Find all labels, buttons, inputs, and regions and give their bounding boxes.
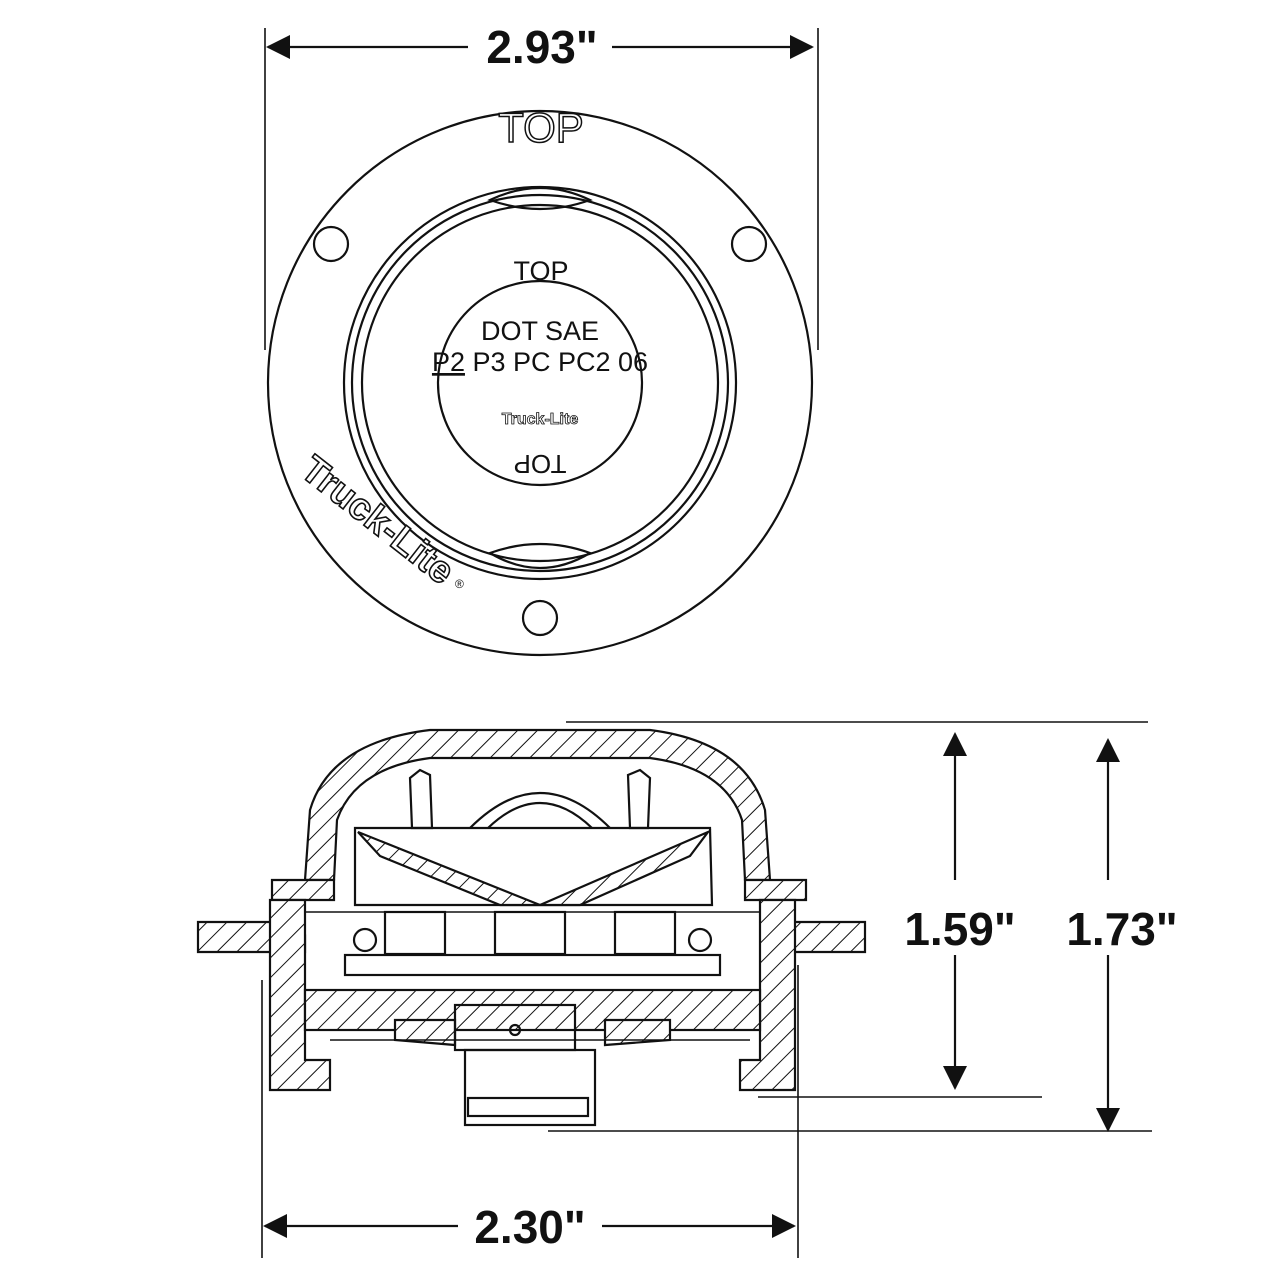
lens-bottom-label: TOP (514, 449, 567, 479)
lens-top-label: TOP (513, 256, 568, 286)
lens-center-circle (436, 279, 644, 487)
flange-outer-ring (266, 109, 814, 657)
body-wall-left (268, 898, 332, 1092)
lens-outer-ring (350, 193, 730, 573)
connector-latch (466, 1096, 590, 1118)
lens-brand-logo: Truck-Lite (502, 411, 579, 428)
lens-tab-top (487, 186, 593, 211)
dimension-height-inner: 1.59" (904, 903, 1015, 955)
board-fastener-left (352, 927, 378, 953)
side-view: 1.59" 1.73" 2.30" (196, 721, 1178, 1258)
board-fastener-right (687, 927, 713, 953)
mounting-hole-left (312, 225, 350, 263)
housing-shoulder-left (270, 878, 336, 902)
housing-shoulder-right (743, 878, 808, 902)
certification-line-1: DOT SAE (481, 316, 599, 346)
certification-rest: P3 PC PC2 06 (465, 347, 648, 377)
led-dome-inner (487, 801, 593, 829)
lens-ring (360, 203, 720, 563)
potting-layer (303, 988, 762, 1032)
certification-p2: P2 (432, 347, 465, 377)
top-view: 2.93" TOP TOP DOT SAE P2 P3 PC PC2 06 TO… (264, 21, 819, 657)
lens-tab-bottom (487, 542, 593, 570)
component-right (613, 910, 677, 956)
housing-dome (303, 728, 772, 882)
connector-body (463, 1048, 597, 1127)
flange-top-label: TOP (498, 104, 584, 151)
body-wall-right (738, 898, 797, 1092)
component-left (383, 910, 447, 956)
dimension-width-bottom: 2.30" (474, 1201, 585, 1253)
flange-brand-logo: Truck-Lite (293, 448, 462, 593)
circuit-board (343, 953, 722, 977)
connector-flange-right (603, 1018, 672, 1047)
connector-flange-left (393, 1018, 457, 1047)
certification-line-2: P2 P3 PC PC2 06 (432, 347, 648, 377)
dimension-height-overall: 1.73" (1066, 903, 1177, 955)
reflector-left (357, 830, 541, 907)
clip-right (626, 768, 652, 830)
led-dome (469, 791, 611, 829)
component-center (493, 910, 567, 956)
connector-pin (508, 1023, 522, 1037)
dimension-width-top: 2.93" (486, 21, 597, 73)
reflector-right (539, 829, 712, 907)
clip-left (408, 768, 434, 830)
registered-mark: ® (455, 577, 464, 591)
mounting-hole-bottom (521, 599, 559, 637)
mounting-hole-right (730, 225, 768, 263)
